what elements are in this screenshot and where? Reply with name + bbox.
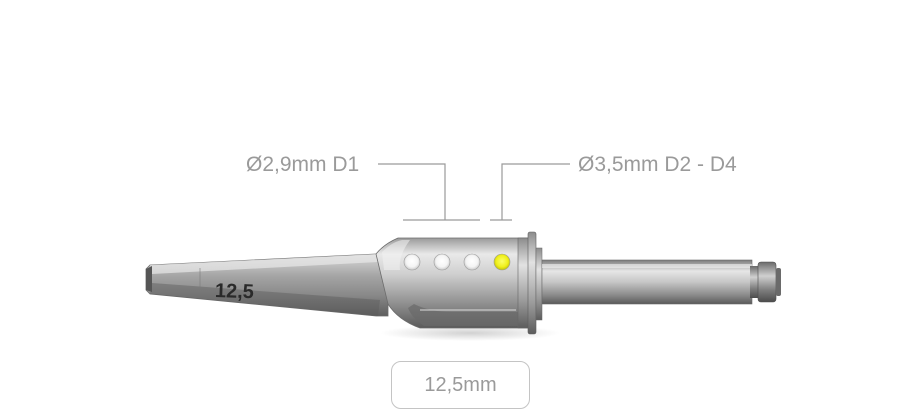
depth-mark-dot-3	[463, 253, 481, 271]
depth-mark-dot-4	[493, 253, 511, 271]
drill-tip	[145, 253, 389, 317]
depth-mark-dot-1	[403, 253, 421, 271]
drill-body	[375, 237, 529, 329]
callout-leader-d1	[378, 163, 480, 221]
callout-leader-d2	[490, 163, 570, 221]
length-badge: 12,5mm	[391, 361, 530, 409]
drill-engraving: 12,5	[215, 280, 255, 303]
depth-mark-dot-2	[433, 253, 451, 271]
depth-marks	[403, 253, 511, 271]
length-badge-label: 12,5mm	[424, 373, 497, 396]
callout-label-d2: Ø3,5mm D2 - D4	[578, 153, 737, 176]
drill-shadow	[380, 325, 560, 341]
drill-collar	[517, 231, 543, 335]
drill-shank	[541, 259, 781, 305]
callout-label-d1: Ø2,9mm D1	[246, 153, 360, 176]
